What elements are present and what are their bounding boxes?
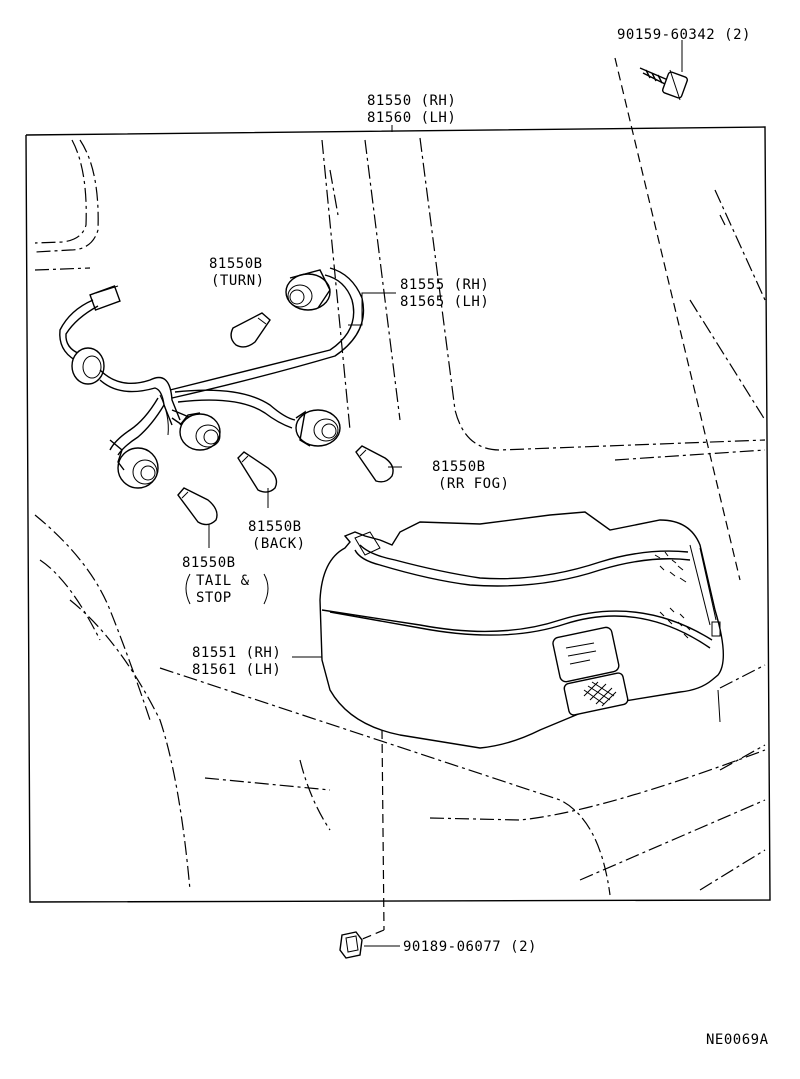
socket-icon-right [295, 409, 341, 447]
label-bulb-turn-desc: (TURN) [211, 273, 265, 289]
label-bulb-tail-desc2: STOP [196, 590, 232, 606]
bulb-icon-rr-fog [355, 445, 394, 483]
leader-lines [208, 292, 402, 658]
label-nut-part: 90189-06077 (2) [403, 939, 537, 955]
label-socket-rh: 81555 (RH) [400, 277, 489, 293]
label-bulb-tail-desc1: TAIL & [196, 573, 250, 589]
paren-right [263, 573, 269, 605]
bulb-icon-turn [230, 312, 271, 348]
label-socket-lh: 81565 (LH) [400, 294, 489, 310]
frame-border [25, 126, 771, 903]
socket-icon-left [109, 439, 159, 489]
tail-lamp-lens [319, 511, 725, 749]
wiring-harness [59, 267, 365, 456]
socket-icon-middle [179, 412, 221, 451]
socket-icon-upper [285, 269, 331, 311]
label-bulb-fog-part: 81550B [432, 459, 486, 475]
bulb-icon-tail-stop [177, 487, 218, 526]
label-bulb-back-desc: (BACK) [252, 536, 306, 552]
label-bulb-back-part: 81550B [248, 519, 302, 535]
label-lamp-assy-rh: 81550 (RH) [367, 93, 456, 109]
label-lens-rh: 81551 (RH) [192, 645, 281, 661]
bulb-icon-back [237, 451, 278, 493]
label-lamp-assy-lh: 81560 (LH) [367, 110, 456, 126]
label-bulb-tail-part: 81550B [182, 555, 236, 571]
label-screw-part: 90159-60342 (2) [617, 27, 751, 43]
label-bulb-fog-desc: (RR FOG) [438, 476, 509, 492]
vehicle-body-outline [34, 137, 766, 896]
diagram-code: NE0069A [706, 1032, 769, 1048]
clip-nut-icon [339, 729, 400, 959]
label-bulb-turn-part: 81550B [209, 256, 263, 272]
screw-icon [614, 57, 741, 581]
paren-left [185, 573, 191, 605]
label-lens-lh: 81561 (LH) [192, 662, 281, 678]
